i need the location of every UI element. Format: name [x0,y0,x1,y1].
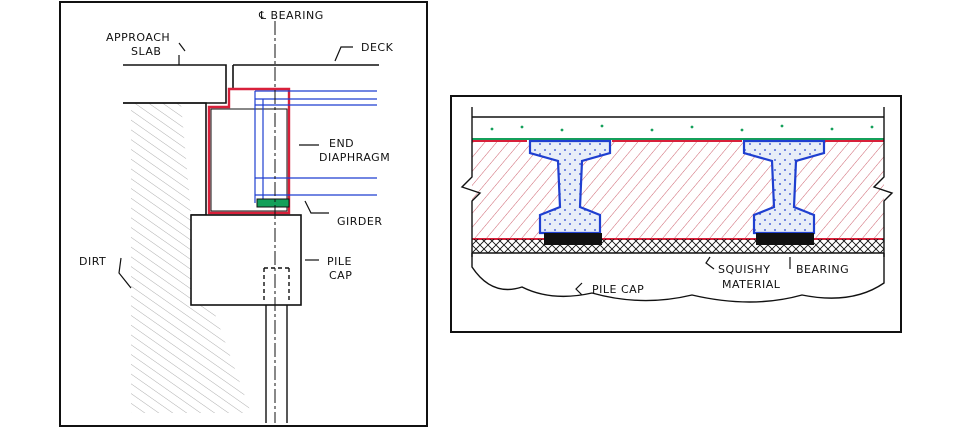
girder [254,90,377,203]
approach-slab-label-line1: APPROACH [106,31,170,44]
right-break-line [872,107,894,257]
approach-slab-label-line2: SLAB [131,45,161,58]
end-diaphragm-label-line1: END [329,137,354,150]
pile-cap-outline [471,253,885,303]
deck-label: DECK [361,41,394,54]
right-leader-lines [575,256,791,296]
end-diaphragm-interior [210,108,288,212]
deck-concrete [472,115,884,139]
girder-1-aggregate [530,141,610,233]
pile [263,267,290,423]
section-view-panel: ℄ BEARING APPROACH SLAB DECK END DIAPHRA… [59,1,428,427]
pile-cap [190,214,302,306]
girder-2-aggregate [744,141,824,233]
approach-slab [123,64,227,104]
deck-aggregate-marks [490,124,874,132]
diaphragm-fill [472,141,884,239]
girder-label: GIRDER [337,215,382,228]
elevation-view-drawing: PILE CAP SQUISHY MATERIAL BEARING [460,107,894,303]
end-diaphragm [207,87,291,215]
diaphragm-outline [472,140,884,240]
left-break-line [460,107,482,257]
squishy-material-label-line2: MATERIAL [722,278,781,291]
bearing-label: BEARING [796,263,849,276]
bearing-centerline-label: ℄ BEARING [258,9,324,22]
pile-cap-label: PILE CAP [592,283,644,296]
pile-cap-label-line1: PILE [327,255,352,268]
end-diaphragm-label-line2: DIAPHRAGM [319,151,390,164]
squishy-material [472,239,884,253]
leader-lines [118,42,353,289]
deck-slab [232,64,379,90]
pile-cap-label-line2: CAP [329,269,352,282]
bearing-pad [256,198,290,208]
section-view-drawing: ℄ BEARING APPROACH SLAB DECK END DIAPHRA… [79,9,394,423]
squishy-material-label-line1: SQUISHY [718,263,770,276]
dirt-label: DIRT [79,255,106,268]
elevation-view-panel: PILE CAP SQUISHY MATERIAL BEARING [450,95,902,333]
